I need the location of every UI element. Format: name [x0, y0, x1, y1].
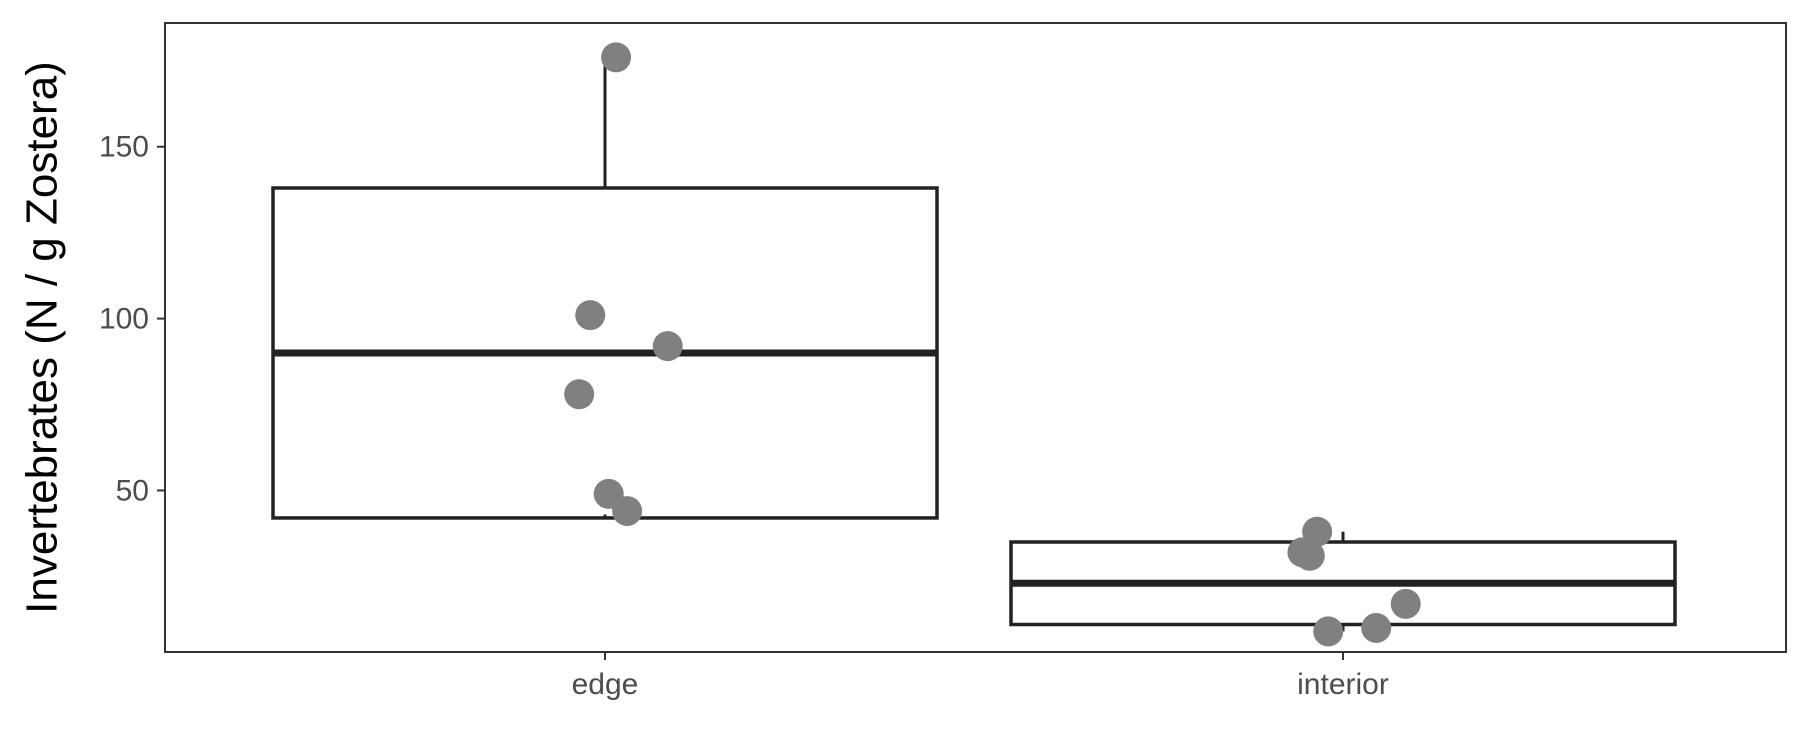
y-axis-label: Invertebrates (N / g Zostera) [18, 61, 67, 614]
data-point-edge [612, 496, 643, 527]
box-edge [271, 57, 939, 520]
box-interior [1009, 531, 1677, 632]
panel-border [164, 22, 1787, 653]
boxes-layer [271, 57, 1677, 632]
x-tick-label: interior [1297, 668, 1389, 701]
data-point-interior [1294, 540, 1325, 571]
points-layer [564, 42, 1421, 647]
data-point-edge [652, 331, 683, 362]
data-point-interior [1313, 616, 1344, 647]
axes-layer: 50 100 150 edge interior [99, 131, 1389, 701]
data-point-interior [1390, 588, 1421, 619]
data-point-interior [1361, 612, 1392, 643]
y-tick-label: 50 [116, 474, 149, 507]
y-tick-label: 100 [99, 303, 149, 336]
data-point-edge [564, 379, 595, 410]
x-tick-label: edge [572, 668, 639, 701]
y-tick-label: 150 [99, 131, 149, 164]
data-point-edge [601, 42, 632, 73]
data-point-edge [575, 300, 606, 331]
